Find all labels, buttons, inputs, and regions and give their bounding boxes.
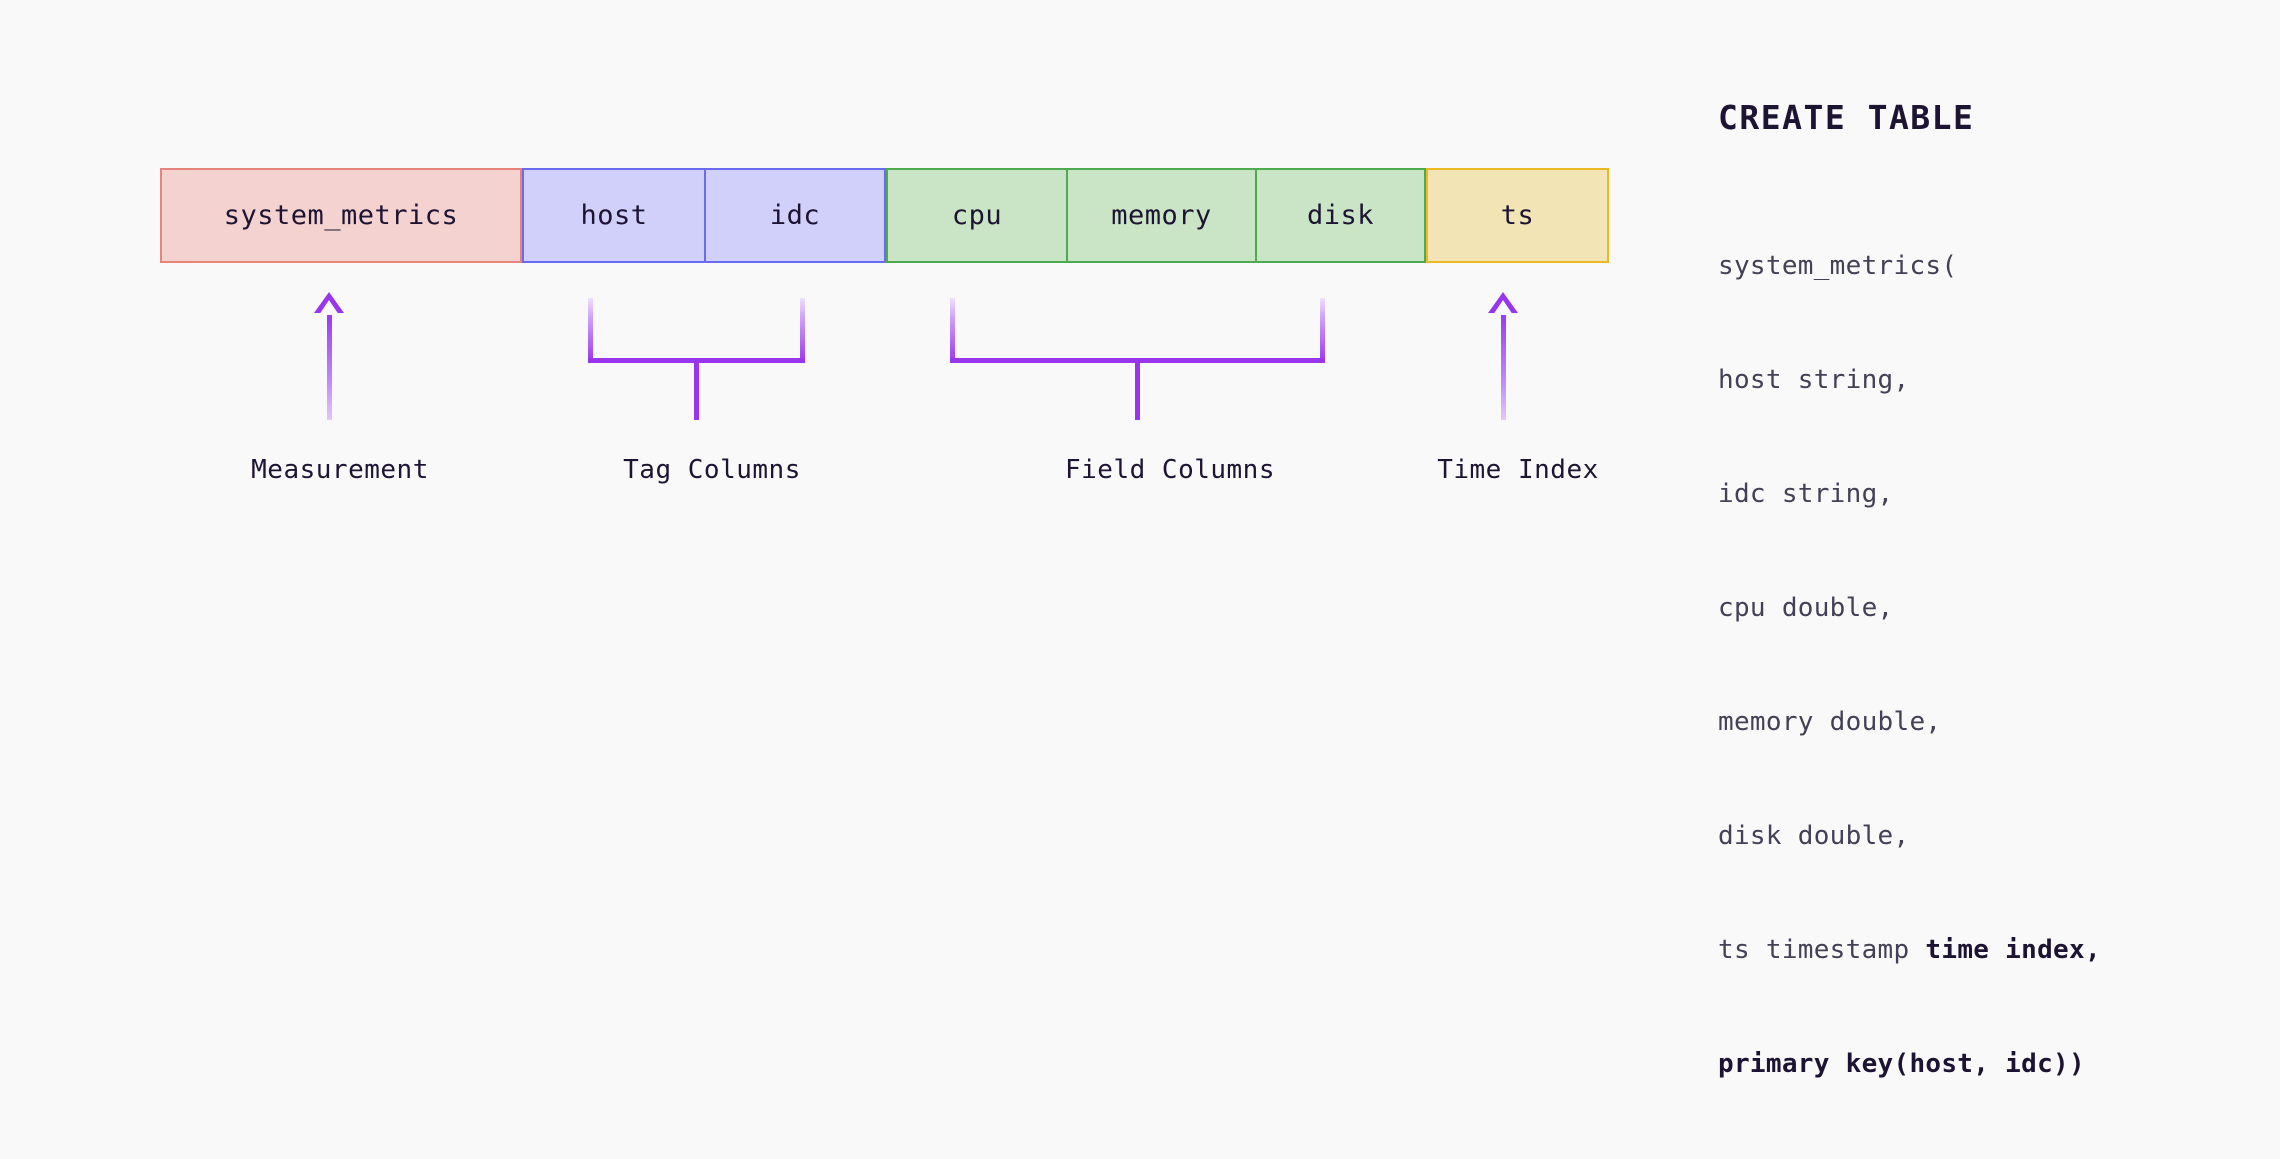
- bracket-leg-right-tag: [800, 298, 805, 363]
- sql-ts-prefix: ts timestamp: [1718, 935, 1926, 965]
- sql-line: disk double,: [1718, 821, 1910, 851]
- bracket-stem-tag: [694, 363, 699, 420]
- group-field-columns: cpu memory disk: [886, 168, 1426, 263]
- sql-line: idc string,: [1718, 479, 1894, 509]
- sql-body: system_metrics( host string, idc string,…: [1718, 171, 2101, 1159]
- sql-ts-keyword: time index,: [1925, 935, 2101, 965]
- sql-line: memory double,: [1718, 707, 1942, 737]
- arrow-head-measurement: [314, 292, 344, 315]
- column-cell-system-metrics[interactable]: system_metrics: [223, 200, 459, 231]
- bracket-leg-left-field: [950, 298, 955, 363]
- schema-row: system_metrics host idc cpu memory disk …: [160, 168, 1609, 263]
- sql-line: system_metrics(: [1718, 251, 1958, 281]
- label-tag-columns: Tag Columns: [623, 455, 801, 485]
- sql-line-primary-key: primary key(host, idc)): [1718, 1049, 2085, 1079]
- bracket-bar-tag: [588, 358, 805, 363]
- bracket-leg-left-tag: [588, 298, 593, 363]
- bracket-leg-right-field: [1320, 298, 1325, 363]
- column-cell-memory[interactable]: memory: [1066, 170, 1255, 261]
- group-measurement: system_metrics: [160, 168, 522, 263]
- sql-line: cpu double,: [1718, 593, 1894, 623]
- label-measurement: Measurement: [251, 455, 429, 485]
- bracket-stem-field: [1135, 363, 1140, 420]
- sql-line: host string,: [1718, 365, 1910, 395]
- bracket-bar-field: [950, 358, 1325, 363]
- label-time-index: Time Index: [1437, 455, 1599, 485]
- sql-line-ts: ts timestamp time index,: [1718, 931, 2101, 969]
- sql-title: CREATE TABLE: [1718, 98, 1975, 137]
- column-cell-ts[interactable]: ts: [1500, 200, 1535, 231]
- column-cell-cpu[interactable]: cpu: [951, 200, 1003, 231]
- group-tag-columns: host idc: [522, 168, 886, 263]
- group-time-index: ts: [1426, 168, 1609, 263]
- arrow-stem-time-index: [1501, 310, 1506, 420]
- sql-panel: CREATE TABLE system_metrics( host string…: [1718, 98, 2101, 1159]
- column-cell-host[interactable]: host: [580, 200, 648, 231]
- diagram-canvas: system_metrics host idc cpu memory disk …: [160, 98, 2101, 1079]
- column-cell-idc[interactable]: idc: [704, 170, 884, 261]
- column-cell-disk[interactable]: disk: [1255, 170, 1424, 261]
- arrow-stem-measurement: [327, 310, 332, 420]
- label-field-columns: Field Columns: [1065, 455, 1275, 485]
- arrow-head-time-index: [1488, 292, 1518, 315]
